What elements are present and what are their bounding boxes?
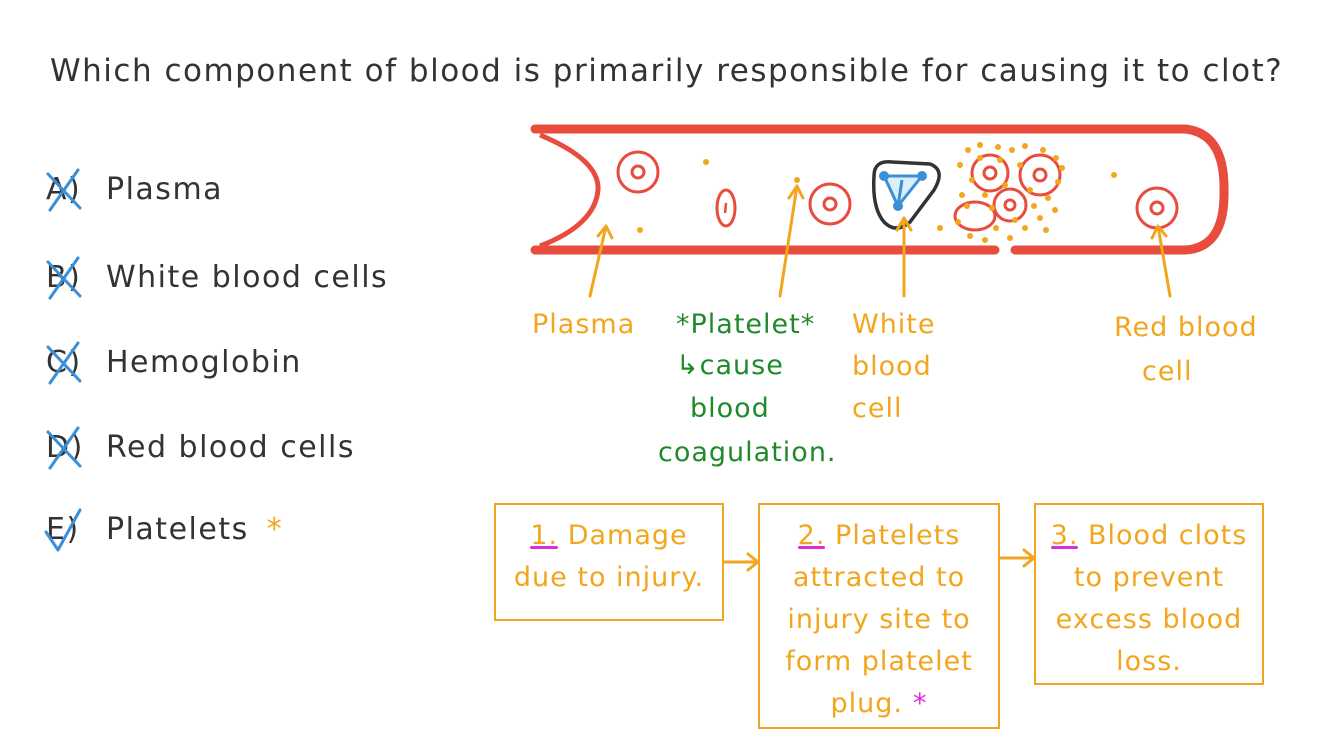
step-number: 3. xyxy=(1050,520,1079,551)
white-blood-cell xyxy=(871,160,941,230)
platelet-dots-loose xyxy=(637,159,1117,233)
platelet-note-line-1: ↳cause xyxy=(676,350,784,381)
platelet-note-line-2: blood xyxy=(690,393,770,424)
option-text: Platelets xyxy=(106,512,249,547)
label-wbc-line-1: White xyxy=(852,309,936,340)
cross-mark-icon xyxy=(46,256,82,300)
label-plasma: Plasma xyxy=(532,309,636,340)
option-letter: B) xyxy=(46,256,106,300)
check-mark-icon xyxy=(44,508,82,552)
option-text: Plasma xyxy=(106,172,224,207)
option-text: Hemoglobin xyxy=(106,345,302,380)
vessel-wall-top xyxy=(530,124,1229,196)
platelet-clot xyxy=(953,153,1062,232)
label-rbc-line-1: Red blood xyxy=(1114,312,1258,343)
option-letter: D) xyxy=(46,426,106,470)
option-c[interactable]: C) Hemoglobin xyxy=(46,341,302,385)
step-number: 1. xyxy=(530,520,559,551)
option-text: Red blood cells xyxy=(106,430,355,465)
vessel-opening xyxy=(539,132,601,249)
step-box-3: 3. Blood clots to prevent excess blood l… xyxy=(1034,503,1264,685)
option-d[interactable]: D) Red blood cells xyxy=(46,426,355,470)
red-blood-cell xyxy=(616,150,660,194)
red-blood-cell xyxy=(1135,186,1179,230)
label-wbc-line-3: cell xyxy=(852,393,903,424)
label-wbc-line-2: blood xyxy=(852,351,932,382)
label-rbc-line-2: cell xyxy=(1142,356,1193,387)
option-text: White blood cells xyxy=(106,260,389,295)
platelet-dots xyxy=(955,142,1065,243)
red-blood-cell-side xyxy=(715,188,737,228)
step-box-1: 1. Damage due to injury. xyxy=(494,503,724,621)
option-a[interactable]: A) Plasma xyxy=(46,168,224,212)
red-blood-cell xyxy=(808,182,852,226)
cross-mark-icon xyxy=(46,426,82,470)
option-letter: A) xyxy=(46,168,106,212)
cross-mark-icon xyxy=(46,168,82,212)
label-platelet: *Platelet* xyxy=(676,309,816,340)
highlight-star: * xyxy=(912,688,928,719)
option-letter: C) xyxy=(46,341,106,385)
pointer-arrows xyxy=(588,184,1172,298)
step-box-2: 2. Platelets attracted to injury site to… xyxy=(758,503,1000,729)
vessel-wall-bottom-right xyxy=(1010,186,1229,255)
step-number: 2. xyxy=(797,520,826,551)
platelet-note-line-3: coagulation. xyxy=(658,437,837,468)
cross-mark-icon xyxy=(46,341,82,385)
option-b[interactable]: B) White blood cells xyxy=(46,256,389,300)
option-e[interactable]: E) Platelets * xyxy=(44,508,284,552)
question-text: Which component of blood is primarily re… xyxy=(50,53,1284,89)
option-letter: E) xyxy=(44,508,106,552)
answer-star: * xyxy=(266,512,284,547)
